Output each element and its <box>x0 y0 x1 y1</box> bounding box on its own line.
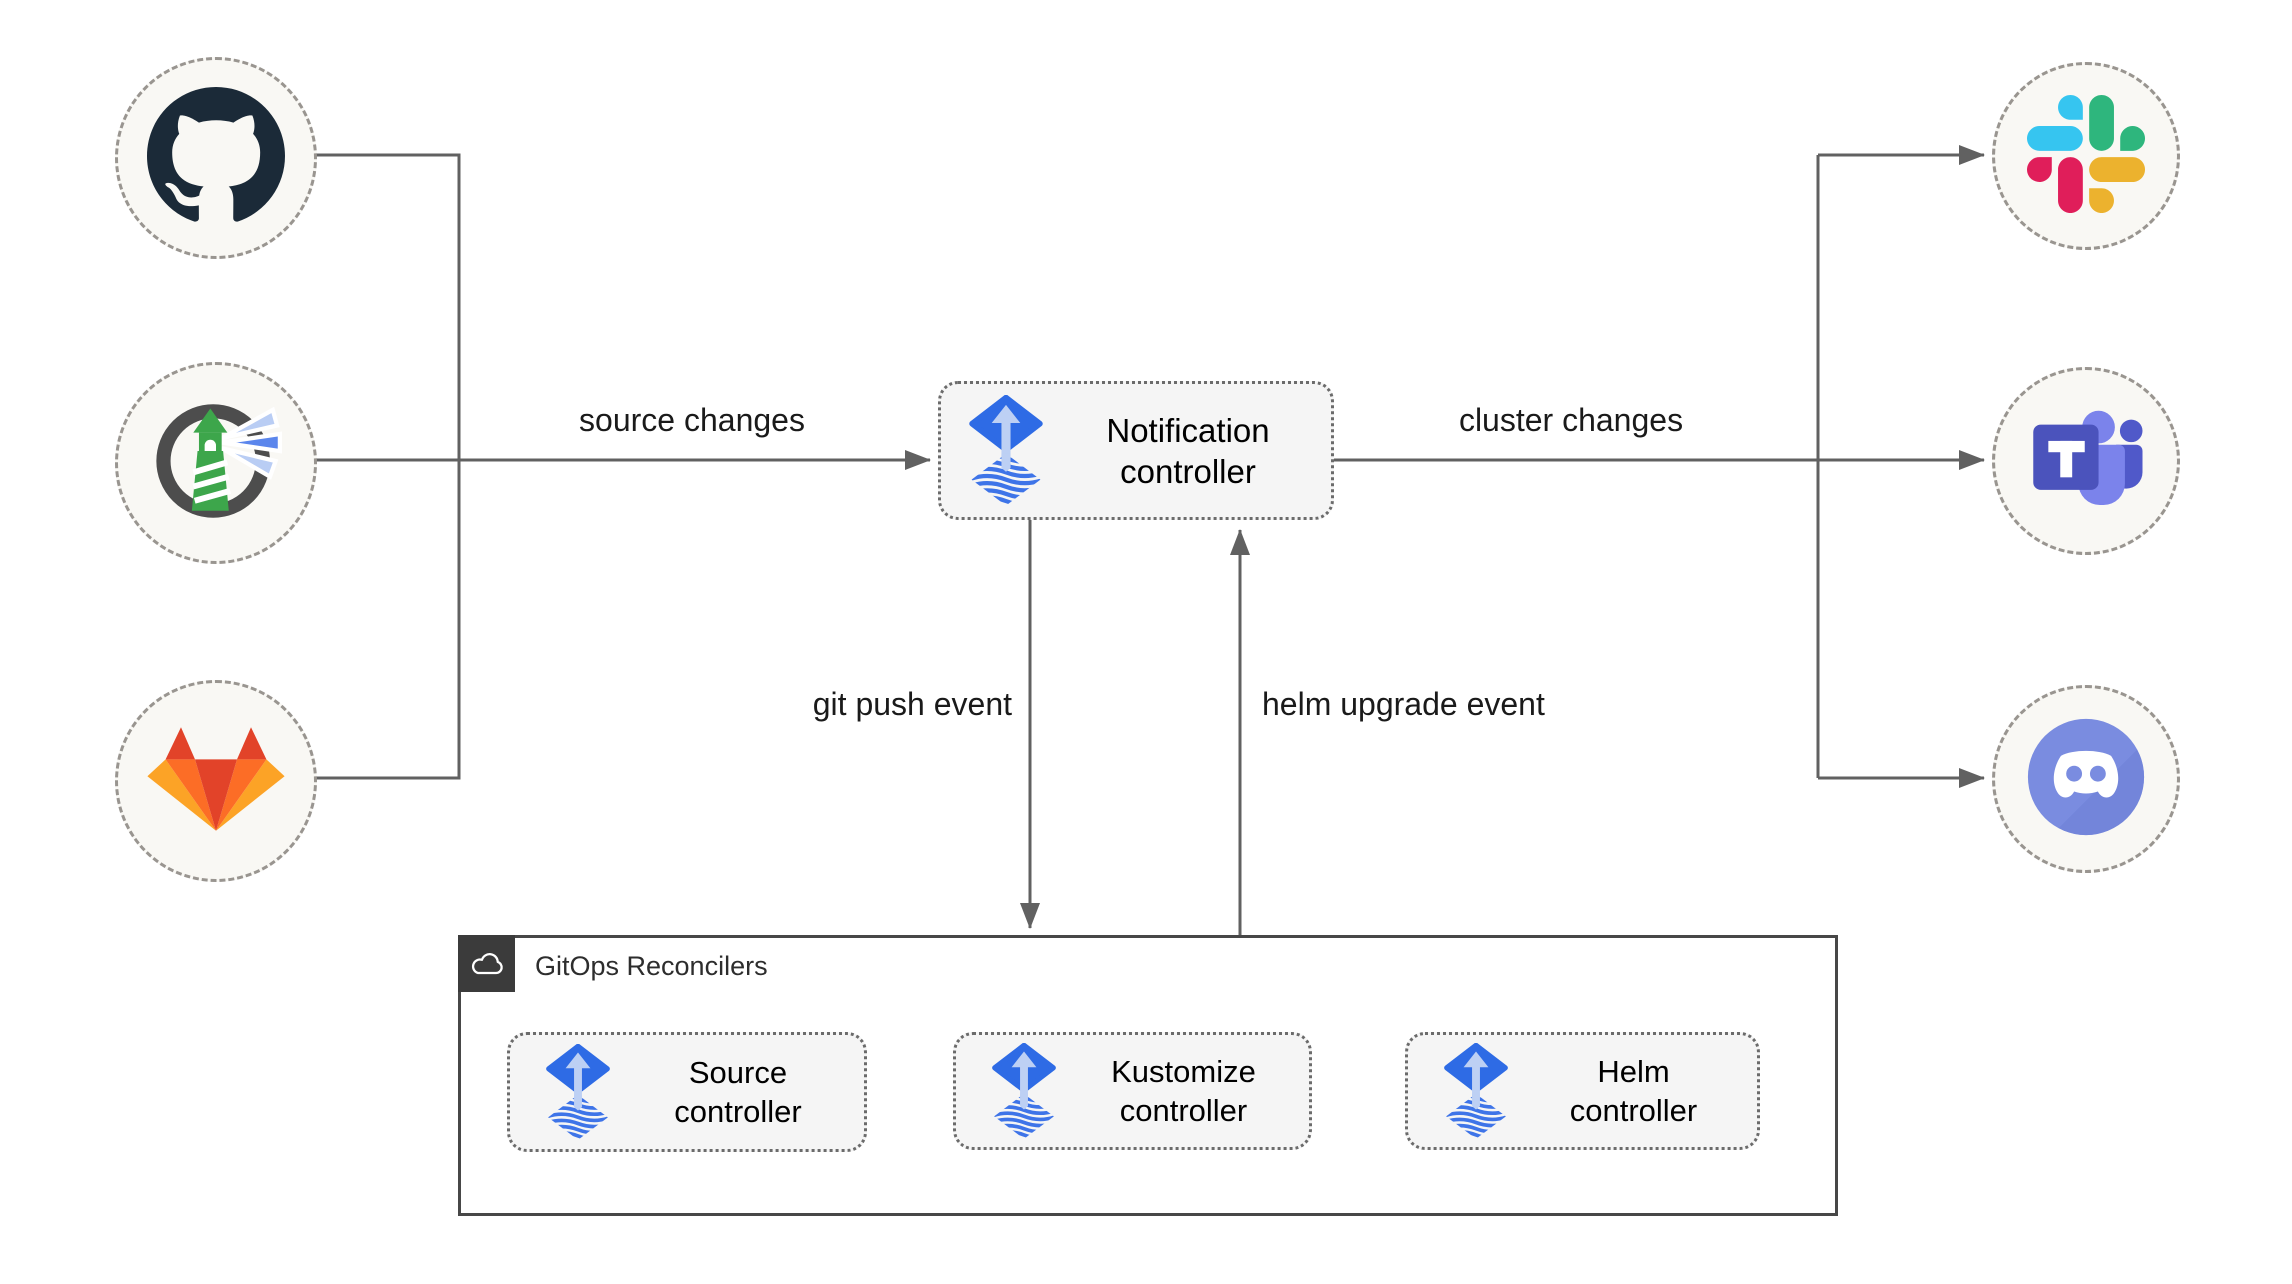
endpoint-harbor <box>115 362 317 564</box>
node-label: Helm controller <box>1569 1054 1698 1128</box>
endpoint-slack <box>1992 62 2180 250</box>
endpoint-github <box>115 57 317 259</box>
edge-label-cluster-changes: cluster changes <box>1458 402 1684 438</box>
github-icon <box>147 86 285 230</box>
endpoint-teams <box>1992 367 2180 555</box>
flux-icon <box>1442 1042 1510 1140</box>
node-helm-controller: Helm controller <box>1405 1032 1760 1150</box>
node-notification-controller: Notification controller <box>938 381 1334 520</box>
node-label: Kustomize controller <box>1111 1054 1256 1128</box>
cloud-icon <box>458 935 515 992</box>
flux-icon <box>967 394 1045 507</box>
gitlab-icon <box>146 721 286 842</box>
slack-icon <box>2027 94 2145 218</box>
edge-label-helm-upgrade-event: helm upgrade event <box>1262 686 1545 722</box>
harbor-icon <box>145 390 287 537</box>
node-label: Notification controller <box>1106 411 1270 490</box>
flux-icon <box>990 1042 1058 1140</box>
endpoint-gitlab <box>115 680 317 882</box>
gitops-container-title: GitOps Reconcilers <box>535 951 768 981</box>
teams-icon <box>2023 402 2149 520</box>
flux-icon <box>544 1043 612 1141</box>
edge-label-git-push-event: git push event <box>812 686 1012 722</box>
node-kustomize-controller: Kustomize controller <box>953 1032 1312 1150</box>
node-label: Source controller <box>674 1055 802 1129</box>
node-source-controller: Source controller <box>507 1032 867 1152</box>
edge-label-source-changes: source changes <box>579 402 805 438</box>
endpoint-discord <box>1992 685 2180 873</box>
discord-icon <box>2020 711 2152 848</box>
